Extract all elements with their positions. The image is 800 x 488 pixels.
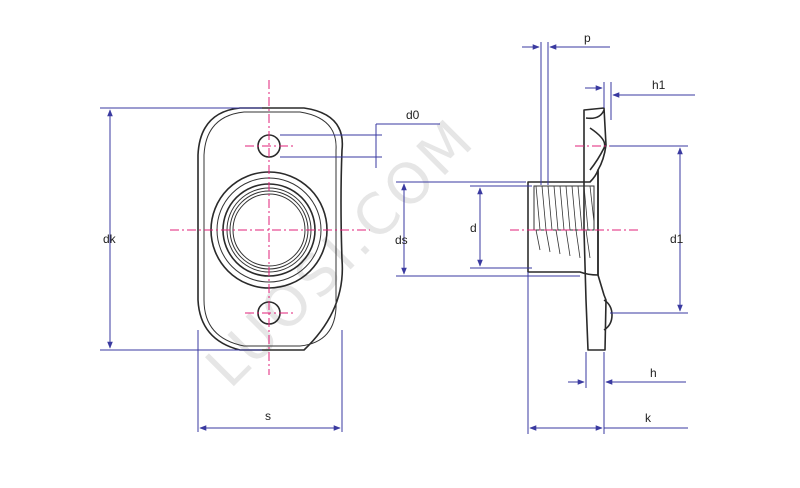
d0-label: d0	[406, 108, 420, 122]
h1-label: h1	[652, 78, 666, 92]
front-view	[170, 80, 370, 375]
front-dimensions: dk s d0	[100, 107, 440, 432]
side-dimensions: p h1 ds d d1 h k	[395, 31, 695, 434]
side-view	[510, 107, 640, 351]
upper-projection	[585, 109, 606, 171]
h-label: h	[650, 366, 657, 380]
flange-plate	[583, 107, 607, 351]
p-label: p	[584, 31, 591, 45]
plate-inner-edge	[203, 111, 337, 347]
d1-label: d1	[670, 232, 684, 246]
watermark: LUOSI.COM	[194, 106, 488, 400]
s-label: s	[265, 409, 271, 423]
lower-projection	[603, 299, 613, 331]
barrel	[527, 169, 599, 276]
thread-region	[533, 185, 595, 231]
thread-hatching	[535, 185, 595, 259]
ds-label: ds	[395, 233, 408, 247]
d-label: d	[470, 221, 477, 235]
k-label: k	[645, 411, 652, 425]
dk-label: dk	[103, 232, 117, 246]
